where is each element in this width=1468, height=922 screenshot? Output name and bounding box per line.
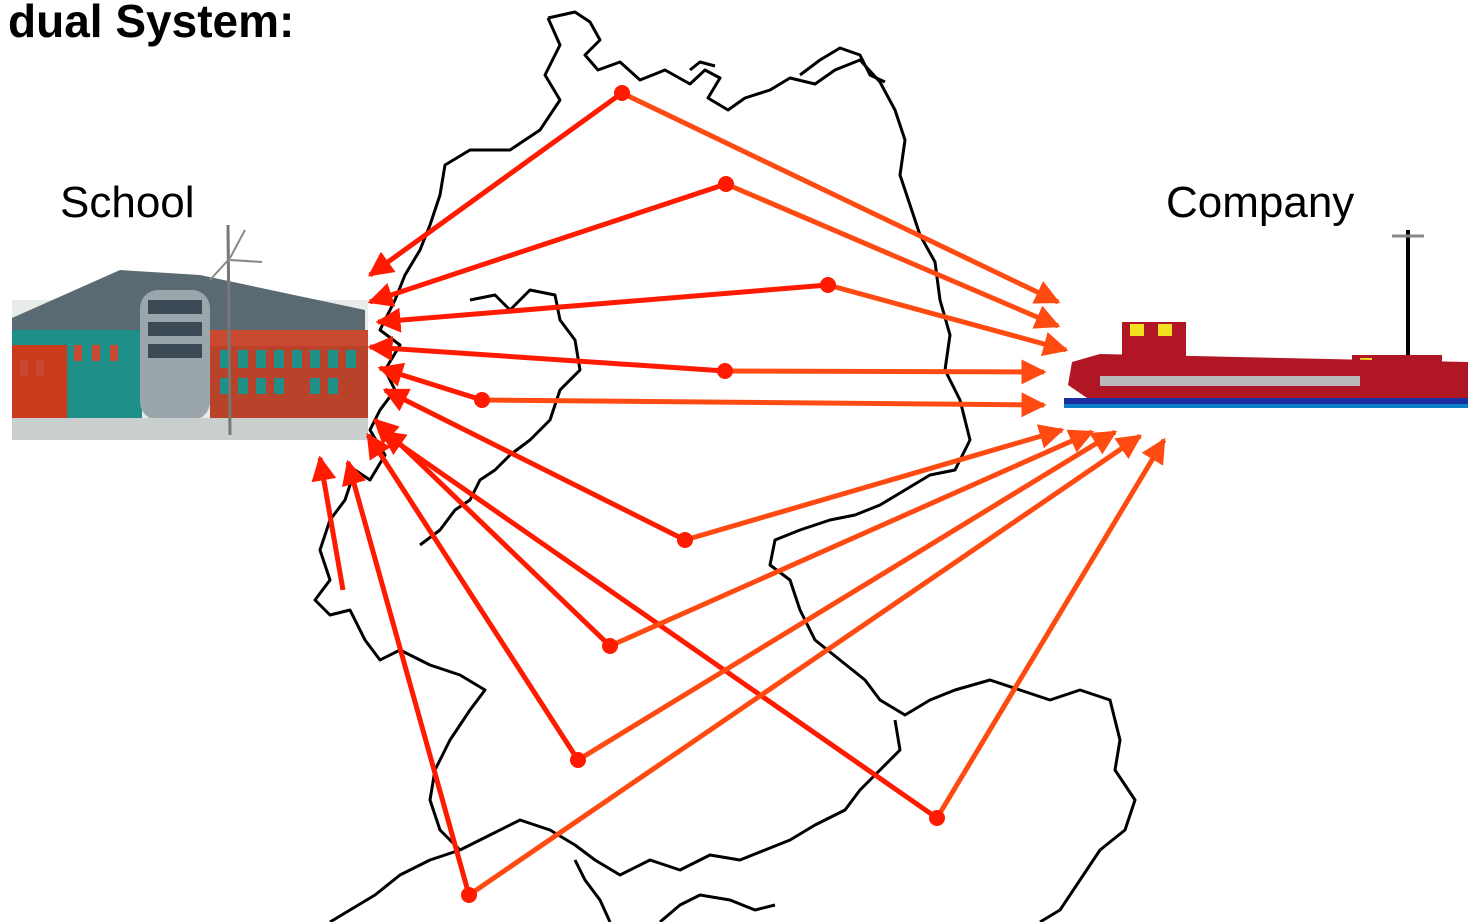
origin-point xyxy=(717,363,733,379)
origin-point xyxy=(820,277,836,293)
arrow-to-school-2 xyxy=(367,181,727,307)
arrow-to-school-10 xyxy=(311,455,346,591)
origin-point xyxy=(929,810,945,826)
arrow-to-company-3 xyxy=(827,282,1069,357)
arrow-to-company-9 xyxy=(934,437,1167,820)
arrow-to-school-5 xyxy=(377,362,483,403)
school-label: School xyxy=(60,178,195,227)
arrow-to-company-7 xyxy=(608,429,1095,649)
origin-point xyxy=(677,532,693,548)
origin-points xyxy=(461,85,945,903)
origin-point xyxy=(614,85,630,101)
origin-point xyxy=(474,392,490,408)
arrow-to-company-4 xyxy=(724,359,1047,385)
school-arrows xyxy=(311,90,939,896)
arrow-to-school-8 xyxy=(365,432,581,762)
arrow-to-school-1 xyxy=(367,90,624,278)
arrow-to-company-8 xyxy=(576,429,1118,763)
arrow-to-school-3 xyxy=(375,282,829,333)
arrow-to-school-7 xyxy=(373,418,612,648)
origin-point xyxy=(718,176,734,192)
arrow-to-company-5 xyxy=(481,392,1047,418)
company-label: Company xyxy=(1166,178,1355,227)
company-arrows xyxy=(467,90,1167,898)
slide-title: dual System: xyxy=(8,0,295,47)
arrow-to-company-10 xyxy=(467,433,1143,898)
origin-point xyxy=(570,752,586,768)
origin-point xyxy=(461,887,477,903)
arrow-to-school-11 xyxy=(342,459,472,896)
arrow-to-school-4 xyxy=(367,336,726,374)
school-building-icon xyxy=(12,224,368,440)
germany-map-outline xyxy=(313,10,1137,922)
arrow-to-company-6 xyxy=(684,424,1065,543)
arrow-to-company-1 xyxy=(620,90,1061,305)
arrow-to-company-2 xyxy=(725,181,1061,329)
ship-icon xyxy=(1064,230,1468,408)
origin-point xyxy=(602,638,618,654)
arrow-to-school-6 xyxy=(382,387,687,543)
